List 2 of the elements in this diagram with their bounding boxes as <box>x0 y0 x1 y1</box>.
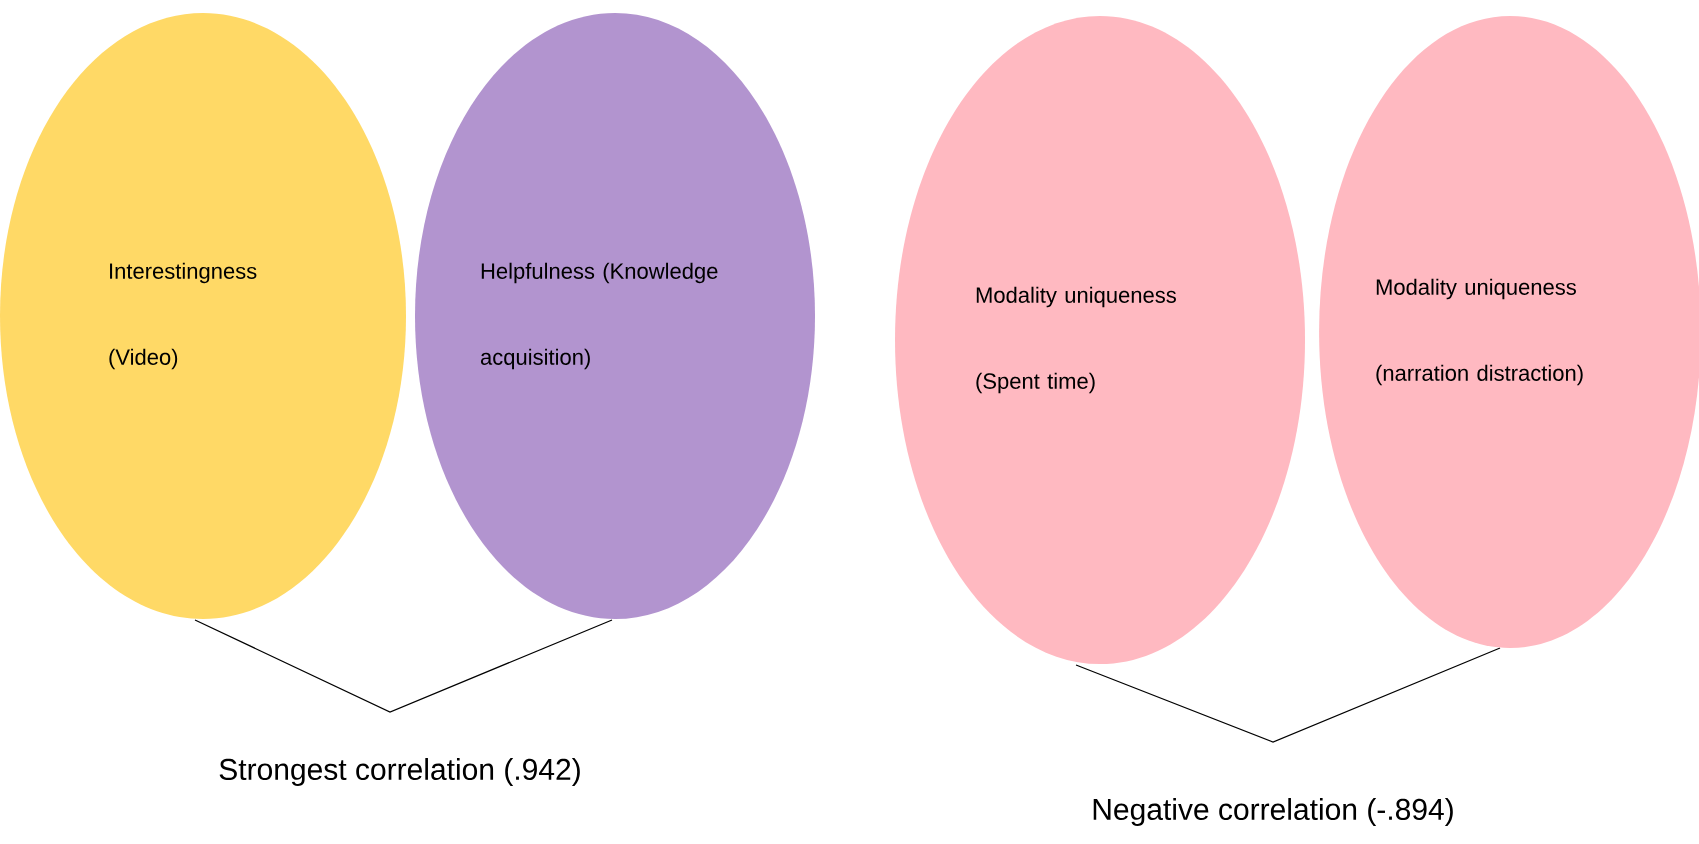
caption-text: Strongest correlation (.942) <box>219 758 580 786</box>
caption-text: Negative correlation (-.894) <box>1093 798 1453 826</box>
